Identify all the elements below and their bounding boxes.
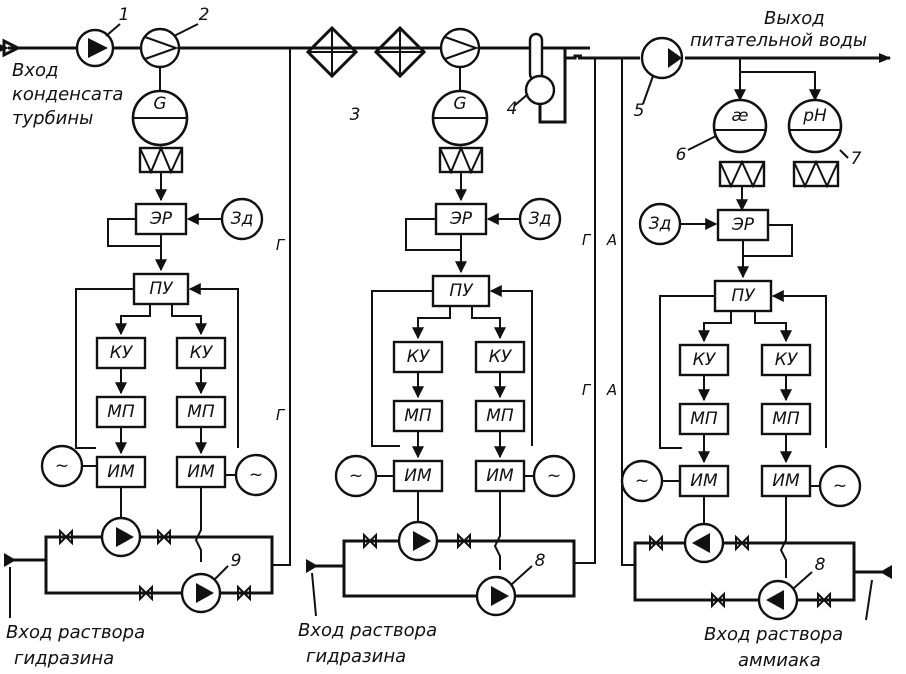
feed-pump-5 <box>640 36 684 80</box>
svg-text:æ: æ <box>732 106 749 126</box>
pipe-letter-g2: Г <box>276 406 286 424</box>
pipe-letter-g1: Г <box>276 236 286 254</box>
svg-text:Зд: Зд <box>649 214 672 234</box>
svg-text:МП: МП <box>107 402 135 422</box>
generator-2: G <box>431 89 489 147</box>
number-8-b: 8 <box>815 555 826 575</box>
svg-text:МП: МП <box>690 409 718 429</box>
svg-text:Вход раствора: Вход раствора <box>704 624 843 645</box>
pipe-letter-a1: А <box>606 231 617 249</box>
svg-text:питательной воды: питательной воды <box>690 30 867 51</box>
svg-text:ПУ: ПУ <box>449 281 474 301</box>
ph-meter-7: pH <box>787 98 843 189</box>
unit-2: ЭР Зд ПУ КУ КУ МП МП ИМ ИМ ~ ~ <box>306 197 576 617</box>
svg-text:Вход: Вход <box>12 60 58 81</box>
svg-text:~: ~ <box>349 466 363 486</box>
svg-text:Зд: Зд <box>529 209 552 229</box>
hydrazine-line-2 <box>575 58 596 564</box>
svg-text:МП: МП <box>404 406 432 426</box>
svg-text:~: ~ <box>55 456 69 476</box>
svg-text:ИМ: ИМ <box>690 471 718 491</box>
svg-text:Вход раствора: Вход раствора <box>298 620 437 641</box>
svg-text:ПУ: ПУ <box>731 286 756 306</box>
number-3: 3 <box>350 105 361 125</box>
svg-text:ИМ: ИМ <box>187 462 215 482</box>
svg-text:Выход: Выход <box>764 8 825 29</box>
svg-text:ИМ: ИМ <box>404 466 432 486</box>
number-1: 1 <box>119 5 130 25</box>
pipe-letter-g3: Г <box>582 231 592 249</box>
svg-text:гидразина: гидразина <box>306 646 406 667</box>
number-8-a: 8 <box>535 551 546 571</box>
svg-text:КУ: КУ <box>407 347 431 367</box>
svg-text:аммиака: аммиака <box>738 650 821 671</box>
svg-text:G: G <box>453 94 466 114</box>
deaerator-4 <box>524 32 556 106</box>
svg-text:G: G <box>153 94 166 114</box>
filter-3b <box>373 25 427 79</box>
svg-text:МП: МП <box>486 406 514 426</box>
svg-text:КУ: КУ <box>775 350 799 370</box>
svg-text:~: ~ <box>635 471 649 491</box>
pump-2 <box>139 27 181 69</box>
unit-1: ЭР Зд ПУ КУ КУ МП МП ИМ ИМ ~ ~ <box>4 197 278 614</box>
svg-text:МП: МП <box>772 409 800 429</box>
svg-text:КУ: КУ <box>190 343 214 363</box>
label-condensate-inlet: Вход конденсата турбины <box>12 60 123 129</box>
svg-text:ЭР: ЭР <box>449 209 473 229</box>
svg-text:КУ: КУ <box>693 350 717 370</box>
svg-text:~: ~ <box>249 465 263 485</box>
svg-text:pH: pH <box>802 106 827 126</box>
hydrazine-line-1 <box>272 48 291 566</box>
svg-text:~: ~ <box>833 476 847 496</box>
number-2: 2 <box>199 5 210 25</box>
svg-text:ПУ: ПУ <box>149 279 174 299</box>
svg-text:ИМ: ИМ <box>486 466 514 486</box>
generator-1: G <box>131 89 189 147</box>
number-5: 5 <box>634 101 645 121</box>
number-9: 9 <box>231 551 242 571</box>
filter-3a <box>305 25 359 79</box>
svg-text:ЭР: ЭР <box>731 215 755 235</box>
ammonia-line <box>621 58 635 566</box>
svg-text:Вход раствора: Вход раствора <box>6 622 145 643</box>
label-hydrazine-inlet-2: Вход раствора гидразина <box>298 620 437 667</box>
label-ammonia-inlet: Вход раствора аммиака <box>704 624 843 671</box>
unit-3: ЭР Зд ПУ КУ КУ МП МП ИМ ИМ ~ ~ <box>620 202 892 621</box>
number-6: 6 <box>676 145 687 165</box>
label-hydrazine-inlet-1: Вход раствора гидразина <box>6 622 145 669</box>
number-4: 4 <box>507 99 518 119</box>
condensate-pump-1 <box>75 28 115 68</box>
svg-text:ЭР: ЭР <box>149 209 173 229</box>
svg-text:КУ: КУ <box>110 343 134 363</box>
pump-booster <box>439 27 481 69</box>
svg-text:турбины: турбины <box>12 108 93 129</box>
svg-text:ИМ: ИМ <box>107 462 135 482</box>
svg-text:МП: МП <box>187 402 215 422</box>
svg-text:Зд: Зд <box>231 209 254 229</box>
svg-text:гидразина: гидразина <box>14 648 114 669</box>
svg-text:КУ: КУ <box>489 347 513 367</box>
number-7: 7 <box>851 149 862 169</box>
pipe-letter-g4: Г <box>582 381 592 399</box>
svg-text:~: ~ <box>547 466 561 486</box>
svg-text:ИМ: ИМ <box>772 471 800 491</box>
label-feedwater-outlet: Выход питательной воды <box>690 8 867 51</box>
svg-text:конденсата: конденсата <box>12 84 123 105</box>
pipe-letter-a2: А <box>606 381 617 399</box>
inlet-arrow <box>2 38 22 58</box>
conductometer-6: æ <box>712 98 768 189</box>
